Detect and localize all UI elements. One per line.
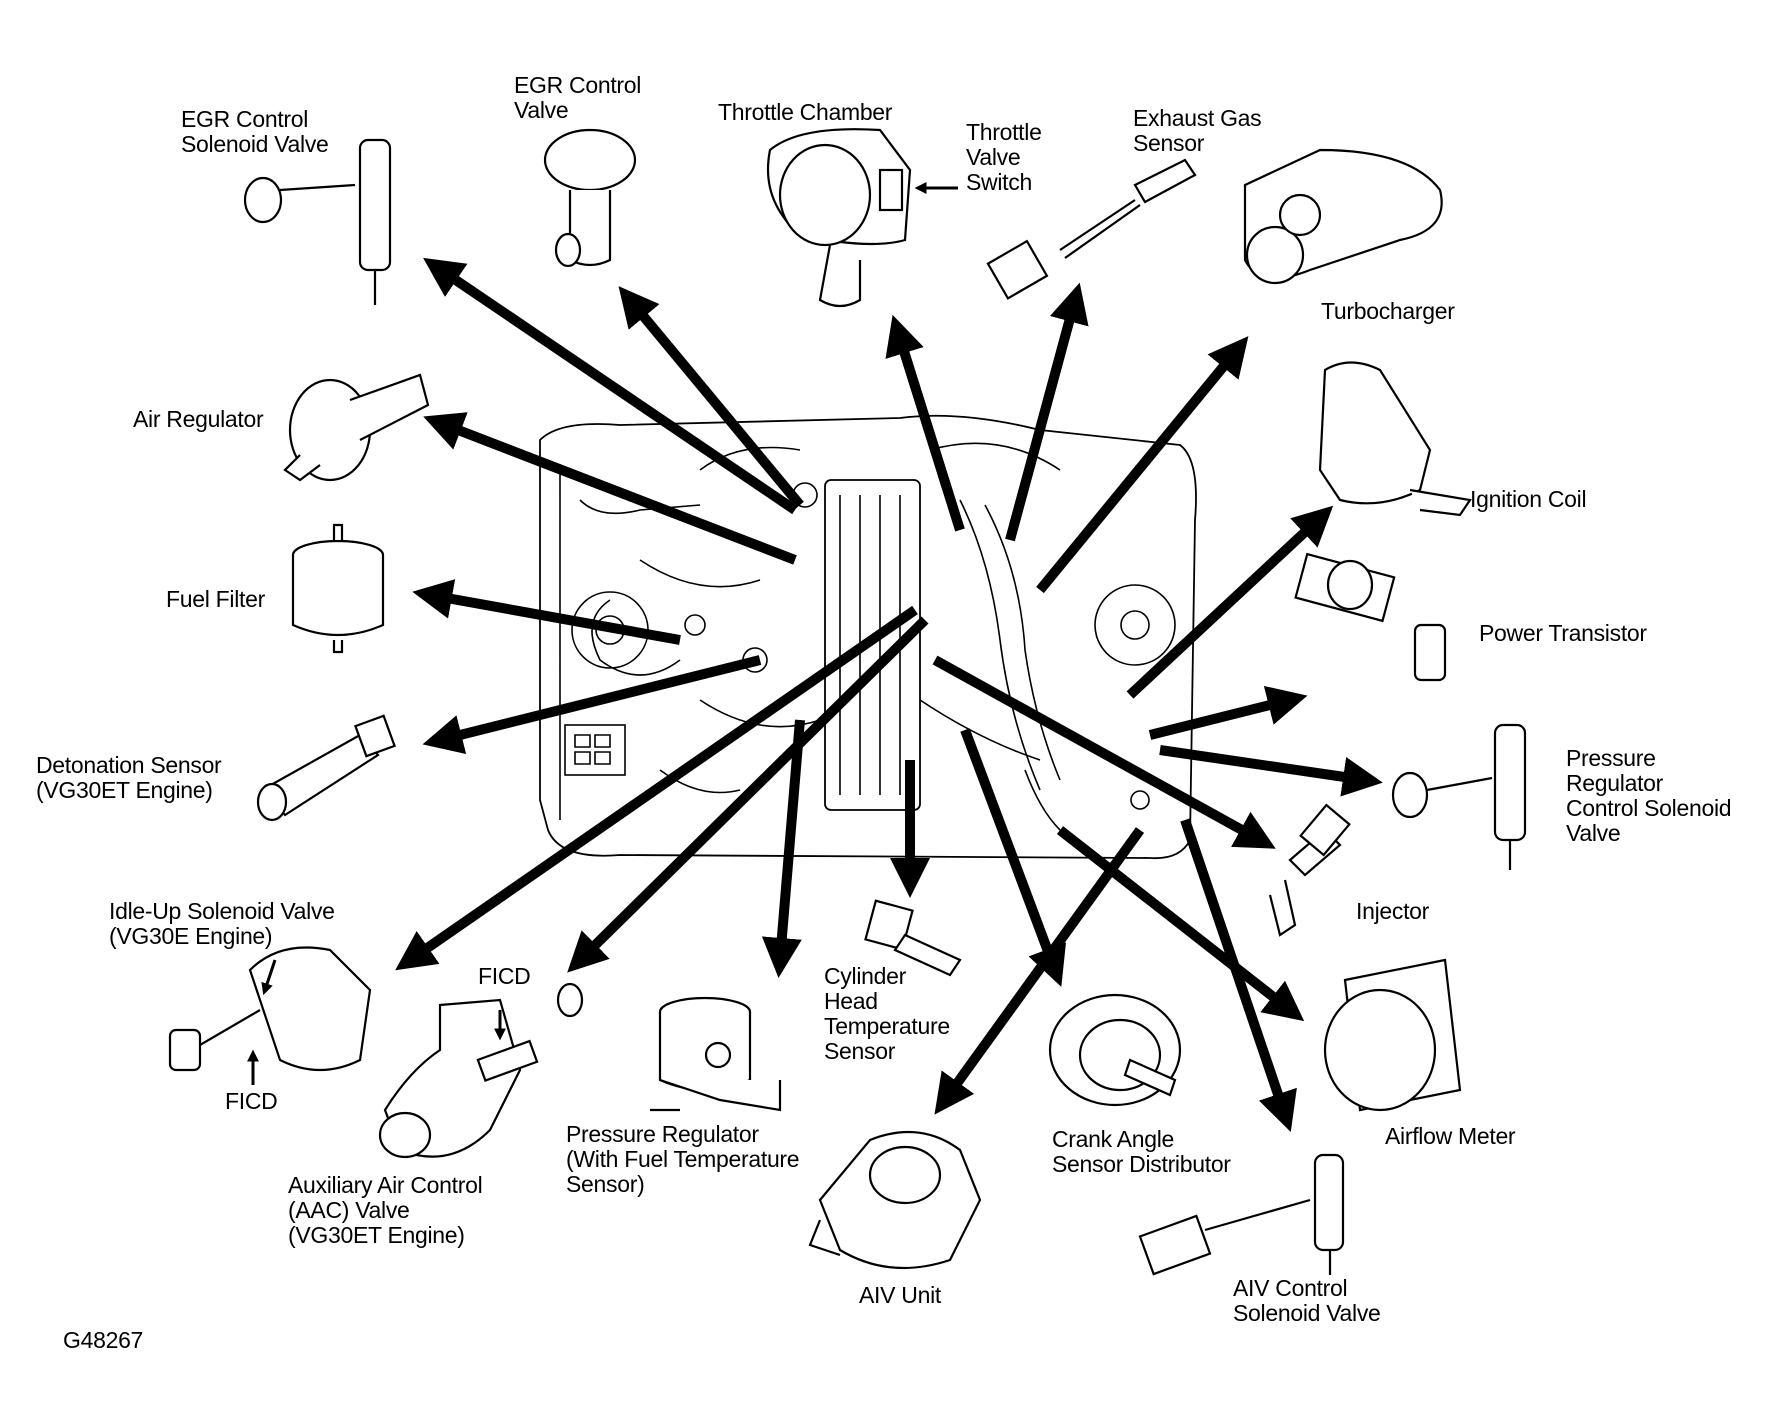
arrow-fuel-filter: [412, 579, 681, 645]
arrow-air-regulator: [423, 412, 797, 565]
component-cylinder-head-temperature-sensor: [864, 899, 962, 977]
component-pressure-regulator-control-solenoid-valve: [1391, 723, 1527, 870]
label-pressure-regulator-control-solenoid-valve: Pressure Regulator Control Solenoid Valv…: [1566, 745, 1732, 846]
label-throttle-chamber: Throttle Chamber: [718, 99, 893, 125]
component-exhaust-gas-sensor: [986, 158, 1197, 300]
label-crank-angle-sensor-distributor: Crank Angle Sensor Distributor: [1052, 1126, 1231, 1177]
arrow-egr-control-valve: [618, 286, 804, 509]
arrow-throttle-chamber: [885, 314, 965, 532]
label-exhaust-gas-sensor: Exhaust Gas Sensor: [1133, 105, 1262, 156]
component-air-regulator: [283, 373, 430, 482]
leader-arrows: [395, 257, 1383, 1133]
arrow-idle-up-solenoid-valve: [395, 605, 918, 971]
label-power-transistor: Power Transistor: [1479, 620, 1647, 646]
label-cylinder-head-temperature-sensor: Cylinder Head Temperature Sensor: [824, 963, 950, 1064]
arrow-detonation-sensor: [422, 655, 762, 755]
component-turbocharger: [1243, 148, 1443, 285]
component-aiv-unit: [808, 1130, 982, 1270]
component-detonation-sensor: [256, 714, 396, 822]
component-throttle-chamber: [766, 128, 958, 308]
label-turbocharger: Turbocharger: [1321, 298, 1455, 324]
component-crank-angle-sensor-distributor: [1048, 993, 1182, 1107]
arrow-airflow-meter: [1056, 826, 1305, 1022]
label-idle-up-solenoid-valve: Idle-Up Solenoid Valve (VG30E Engine): [109, 898, 335, 949]
component-ignition-coil: [1318, 361, 1472, 517]
figure-id: G48267: [63, 1327, 144, 1353]
label-injector: Injector: [1356, 898, 1430, 924]
label-auxiliary-air-control-valve: Auxiliary Air Control (AAC) Valve (VG30E…: [288, 1172, 483, 1248]
arrow-crank-angle-sensor: [960, 728, 1067, 987]
label-throttle-valve-switch: Throttle Valve Switch: [966, 119, 1042, 195]
label-egr-control-valve: EGR Control Valve: [514, 72, 642, 123]
component-aac-valve: [378, 982, 584, 1159]
component-airflow-meter: [1323, 958, 1462, 1112]
label-aiv-control-solenoid-valve: AIV Control Solenoid Valve: [1233, 1275, 1381, 1326]
arrow-aiv-control-solenoid: [1180, 818, 1297, 1133]
component-aiv-control-solenoid-valve: [1138, 1153, 1345, 1276]
arrow-ficd: [567, 616, 929, 973]
component-fuel-filter: [291, 523, 385, 654]
label-ignition-coil: Ignition Coil: [1470, 486, 1587, 512]
label-fuel-filter: Fuel Filter: [166, 586, 265, 612]
component-egr-control-solenoid-valve: [243, 138, 392, 305]
label-airflow-meter: Airflow Meter: [1385, 1123, 1516, 1149]
arrow-egr-control-solenoid-valve: [423, 257, 798, 515]
label-ficd-bottom: FICD: [225, 1088, 278, 1114]
arrow-aiv-unit: [934, 827, 1145, 1115]
label-detonation-sensor: Detonation Sensor (VG30ET Engine): [36, 752, 222, 803]
component-injector: [1268, 803, 1351, 937]
arrow-pressure-regulator-control-solenoid: [1159, 745, 1383, 797]
component-power-transistor: [1294, 552, 1447, 682]
label-pressure-regulator: Pressure Regulator (With Fuel Temperatur…: [566, 1121, 800, 1197]
label-ficd-top: FICD: [478, 963, 531, 989]
component-egr-control-valve: [543, 128, 637, 268]
arrow-turbocharger: [1036, 336, 1249, 594]
component-idle-up-solenoid-valve: [168, 946, 372, 1085]
arrow-ignition-coil: [1126, 505, 1334, 699]
component-pressure-regulator: [650, 996, 782, 1112]
arrow-power-transistor: [1148, 685, 1308, 740]
arrow-exhaust-gas-sensor: [1005, 282, 1089, 542]
arrow-pressure-regulator: [761, 719, 805, 978]
label-air-regulator: Air Regulator: [133, 406, 264, 432]
label-egr-control-solenoid-valve: EGR Control Solenoid Valve: [181, 106, 329, 157]
label-aiv-unit: AIV Unit: [859, 1282, 941, 1308]
arrow-injector: [932, 655, 1276, 849]
